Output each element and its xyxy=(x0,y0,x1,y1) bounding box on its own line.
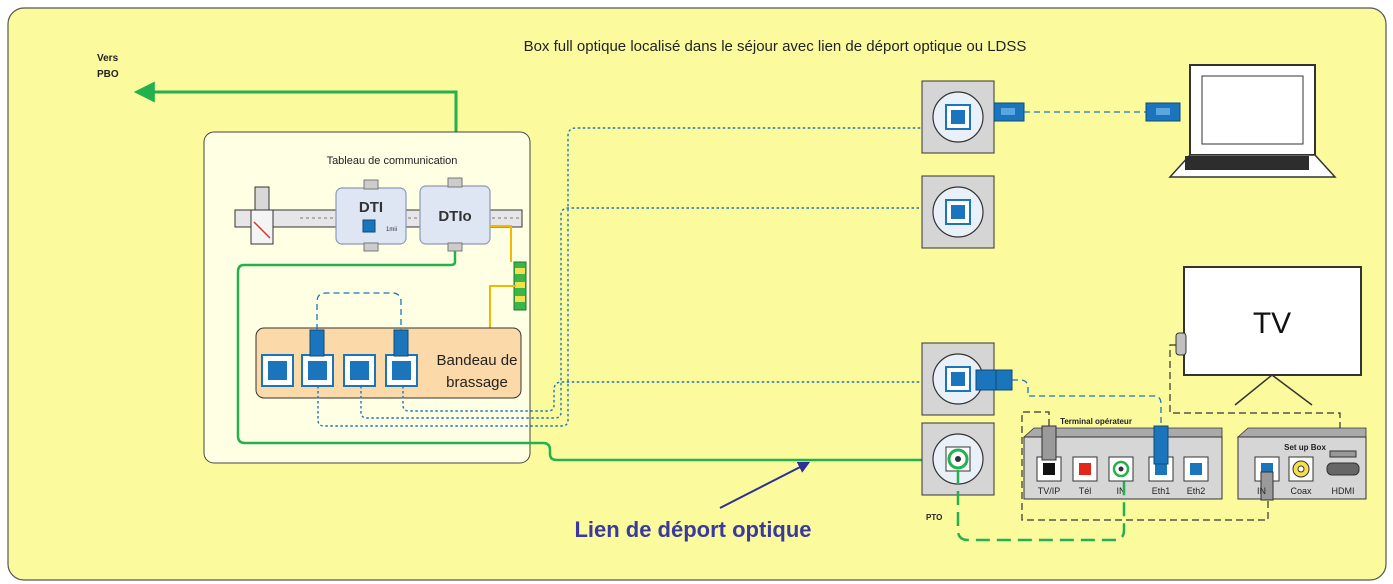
hdmi-cable xyxy=(1169,344,1341,445)
ethernet-cable-1 xyxy=(317,127,922,427)
patch-cord xyxy=(316,292,402,330)
rj45-plug-tv-outlet xyxy=(975,369,1013,391)
bandeau-label-line2: brassage xyxy=(446,374,508,391)
bandeau-port-1 xyxy=(261,354,294,387)
wall-outlet-rj45-2 xyxy=(921,175,995,249)
tv-screen xyxy=(1175,266,1362,406)
terminal-port-label-tvip: TV/IP xyxy=(1038,486,1061,496)
tableau-label: Tableau de communication xyxy=(327,155,458,167)
rj45-plug-computer xyxy=(1145,102,1181,122)
terminal-port-label-eth1: Eth1 xyxy=(1152,486,1171,496)
terminal-port-eth1 xyxy=(1148,456,1174,482)
tvip-cable xyxy=(1021,411,1269,521)
plug-setup-in xyxy=(1260,471,1274,501)
pto-label: PTO xyxy=(926,513,942,522)
tv-label: TV xyxy=(1253,307,1291,340)
bandeau-port-3 xyxy=(343,354,376,387)
fiber-to-pbo xyxy=(133,81,458,178)
terminal-port-label-in: IN xyxy=(1117,486,1126,496)
splitter-connector xyxy=(513,261,527,311)
lien-label: Lien de déport optique xyxy=(574,517,811,542)
surge-protector xyxy=(250,186,274,245)
dtio-module xyxy=(419,177,491,252)
bandeau-port-2 xyxy=(301,354,334,387)
setup-port-label-coax: Coax xyxy=(1290,486,1312,496)
ethernet-cable-3 xyxy=(402,381,922,412)
vers-pbo-label-line1: Vers xyxy=(97,53,119,64)
setup-port-label-hdmi: HDMI xyxy=(1332,486,1355,496)
bandeau-port-4 xyxy=(385,354,418,387)
setup-port-coax xyxy=(1288,456,1314,482)
bandeau-label-line1: Bandeau de xyxy=(437,352,518,369)
setup-port-hdmi xyxy=(1326,450,1360,476)
setup-port-label-in: IN xyxy=(1257,486,1266,496)
plug-terminal-tvip xyxy=(1041,425,1057,461)
plug-terminal-eth1 xyxy=(1153,425,1169,465)
setup-box-label: Set up Box xyxy=(1284,443,1326,452)
patch-plug-2 xyxy=(393,329,409,357)
terminal-port-label-tel: Tél xyxy=(1079,486,1092,496)
dti-module xyxy=(335,179,407,252)
rj45-plug-computer-outlet xyxy=(993,102,1025,122)
fiber-dtio-to-pto xyxy=(236,251,922,462)
dtio-label: DTIo xyxy=(438,208,471,225)
dti-label: DTI xyxy=(359,199,383,216)
fiber-pto-to-terminal xyxy=(956,470,1126,542)
pto-outlet xyxy=(921,422,995,496)
laptop xyxy=(1168,64,1337,178)
lien-arrow xyxy=(719,461,811,509)
diagram-title: Box full optique localisé dans le séjour… xyxy=(524,38,1027,55)
eth1-cable xyxy=(1012,379,1162,426)
dti-sub-label: 1mii xyxy=(386,227,397,233)
yellow-cord-bandeau xyxy=(489,285,516,345)
terminal-port-tel xyxy=(1072,456,1098,482)
terminal-port-tvip xyxy=(1036,456,1062,482)
yellow-cord-dtio xyxy=(490,225,512,262)
wall-outlet-rj45-1 xyxy=(921,80,995,154)
vers-pbo-label-line2: PBO xyxy=(97,69,119,80)
terminal-port-in xyxy=(1108,456,1134,482)
terminal-port-eth2 xyxy=(1183,456,1209,482)
ethernet-cable-2 xyxy=(360,207,922,419)
terminal-label: Terminal opérateur xyxy=(1060,417,1132,426)
terminal-port-label-eth2: Eth2 xyxy=(1187,486,1206,496)
patch-plug-1 xyxy=(309,329,325,357)
